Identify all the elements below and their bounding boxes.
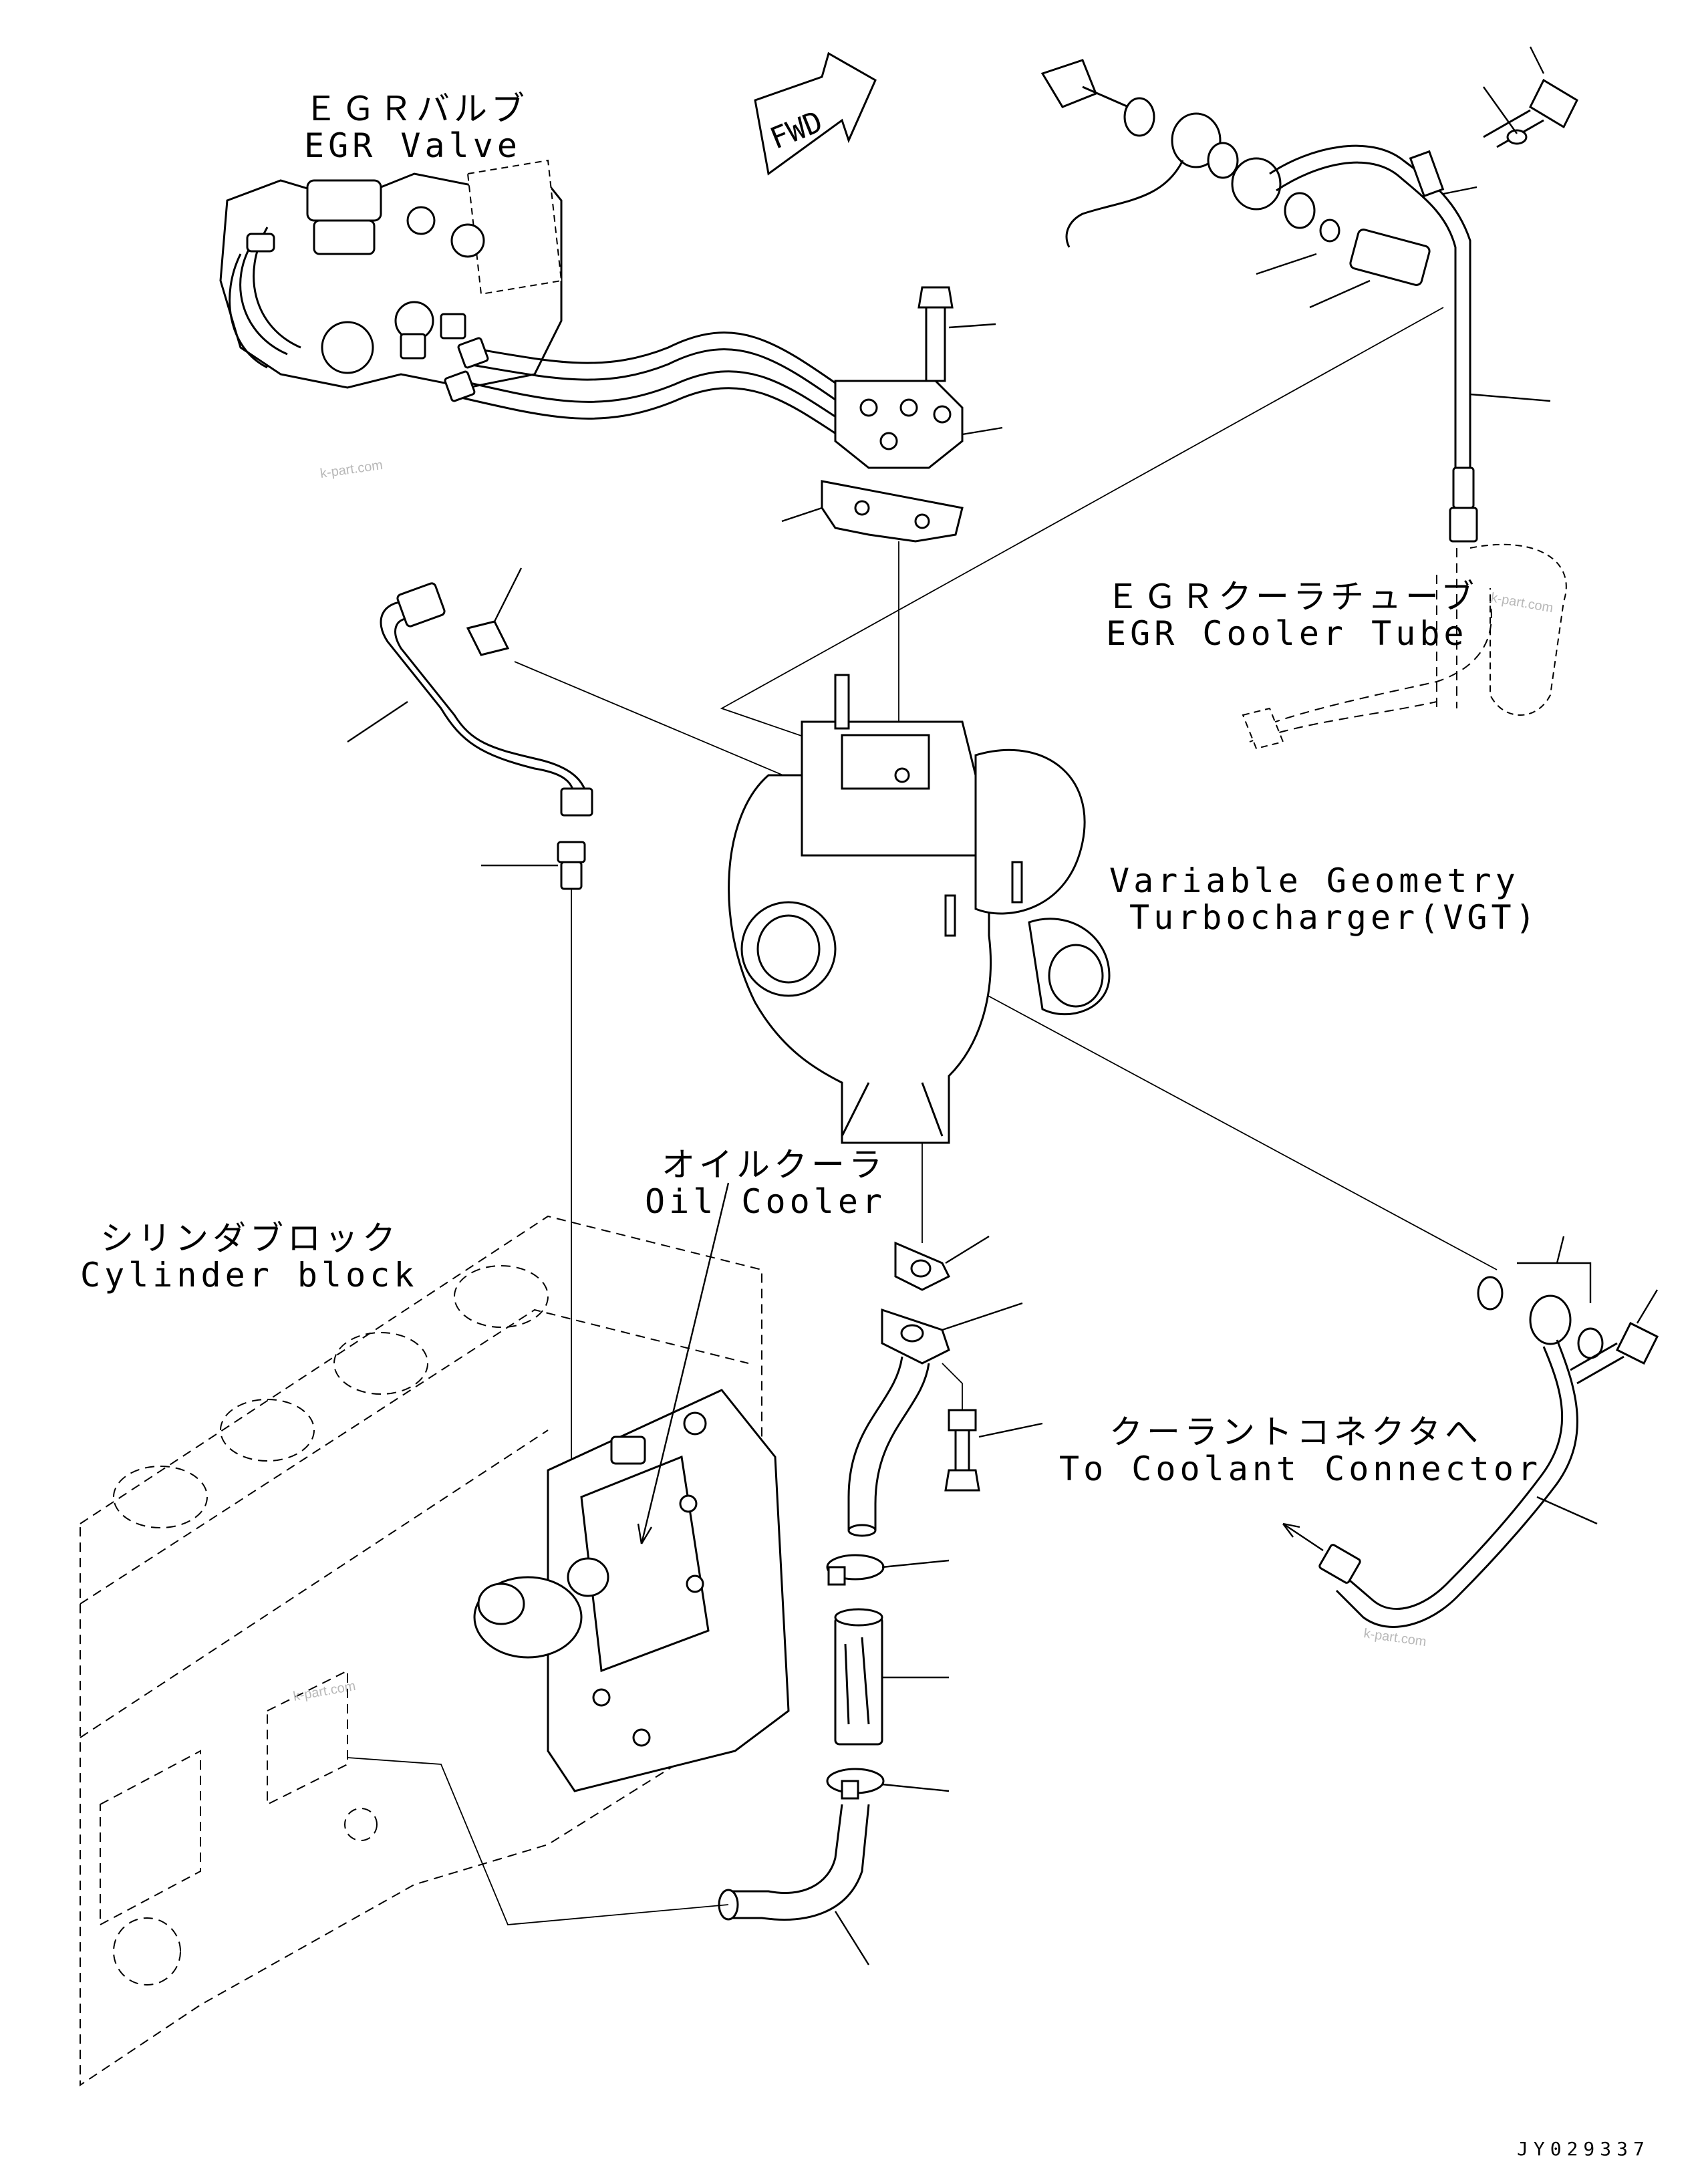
- oil-drain-pipe: [847, 1302, 1023, 1537]
- oil-cooler-label-en: Oil Cooler: [645, 1182, 886, 1221]
- cylinder-block-ghost: [80, 1215, 762, 2086]
- tube-manifold-block: [834, 380, 1003, 469]
- egr-valve-assembly: [219, 159, 563, 389]
- oil-cooler-label-jp: オイルクーラ: [662, 1145, 886, 1184]
- return-elbow-pipe: [347, 1757, 870, 1965]
- lower-hose-clamp: [826, 1768, 950, 1800]
- egr-valve-label-jp: ＥＧＲバルブ: [304, 90, 529, 128]
- egr-valve-tubes: [444, 331, 843, 439]
- drain-pipe-bolt: [942, 1363, 1043, 1492]
- cylinder-block-label-en: Cylinder block: [80, 1256, 418, 1294]
- block-bolt: [917, 286, 996, 382]
- oil-drain-gasket: [894, 1143, 990, 1291]
- egr-cooler-tube-label-jp: ＥＧＲクーラチューブ: [1106, 577, 1478, 616]
- coolant-connector-label-jp: クーラントコネクタへ: [1109, 1413, 1482, 1452]
- egr-valve-label-en: EGR Valve: [304, 126, 521, 165]
- watermark-4: k-part.com: [1363, 1626, 1427, 1649]
- oil-elbow-fitting: [481, 841, 586, 1497]
- egr-cooler-tube-label-en: EGR Cooler Tube: [1106, 614, 1468, 653]
- egr-cooler-supply-tube: [1040, 46, 1578, 543]
- vgt-turbocharger: [728, 674, 1111, 1144]
- upper-hose-clamp: [826, 1554, 950, 1586]
- leader-vgt-to-coolant: [975, 988, 1498, 1270]
- drawing-number: JY029337: [1517, 2138, 1650, 2160]
- rubber-hose: [834, 1608, 949, 1746]
- vgt-label-line1: Variable Geometry: [1109, 861, 1520, 900]
- egr-cooler-tube-ghost: [1242, 543, 1567, 750]
- oil-cooler: [473, 1182, 790, 1792]
- cylinder-block-label-jp: シリンダブロック: [100, 1219, 400, 1258]
- coolant-connector-label-en: To Coolant Connector: [1059, 1450, 1542, 1488]
- oil-feed-hose: [347, 567, 593, 817]
- vgt-label-line2: Turbocharger(VGT): [1129, 898, 1540, 937]
- fwd-arrow: FWD: [754, 51, 877, 176]
- watermark-1: k-part.com: [319, 458, 384, 481]
- coolant-banjo-assembly: [1282, 1236, 1659, 1628]
